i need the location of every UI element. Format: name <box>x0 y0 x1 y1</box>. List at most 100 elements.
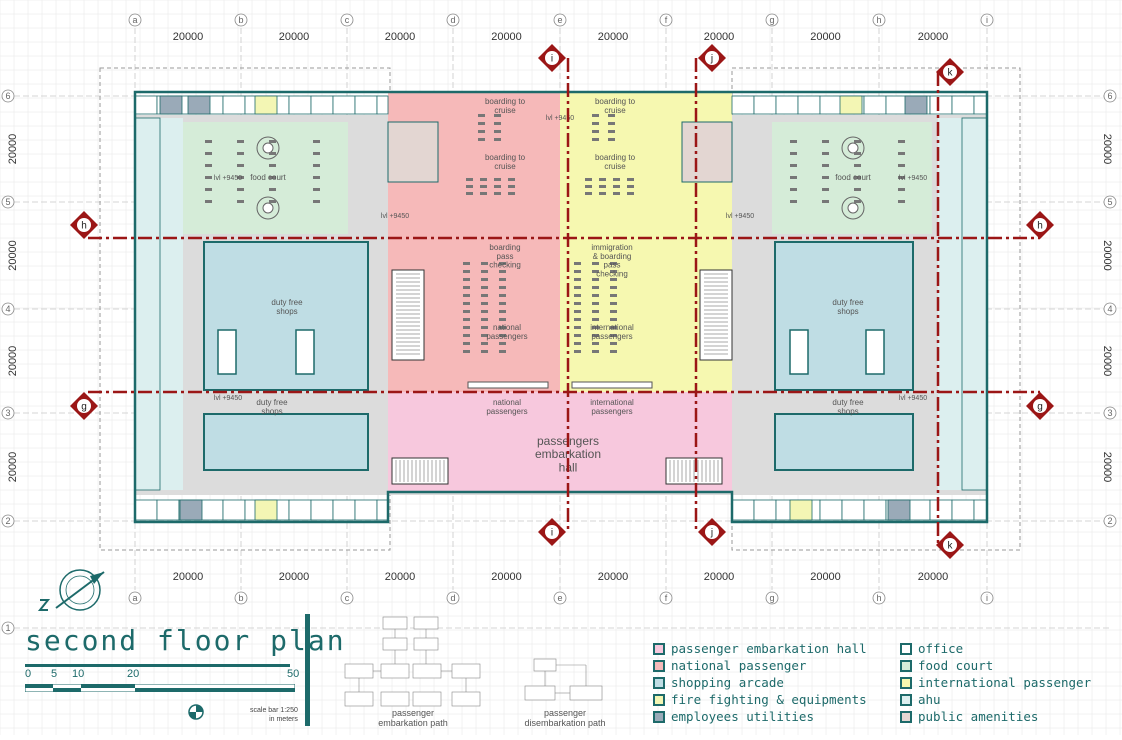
legend-swatch <box>653 642 665 655</box>
legend-item: public amenities <box>900 708 1091 725</box>
title-bar <box>305 614 310 726</box>
section-marker-label: j <box>710 528 713 539</box>
legend-label: national passenger <box>671 658 807 673</box>
legend-label: fire fighting & equipments <box>671 692 867 707</box>
stair-core-left <box>387 121 439 183</box>
section-marker-label: i <box>551 528 553 539</box>
column-bubble-label: e <box>557 15 562 25</box>
scale-tick-50: 50 <box>287 668 300 680</box>
disembarkation-caption: passenger disembarkation path <box>524 708 606 728</box>
zones <box>135 92 987 495</box>
embarkation-caption: passenger embarkation path <box>378 708 448 728</box>
column-dimension: 20000 <box>279 31 310 43</box>
label-level-5: lvl +9450 <box>899 175 927 182</box>
section-marker: g <box>1026 392 1054 420</box>
column-dimension: 20000 <box>173 571 204 583</box>
zone-duty-free-left-2 <box>203 413 369 471</box>
section-marker: i <box>538 44 566 72</box>
column-dimension: 20000 <box>810 571 841 583</box>
row-bubble-label: 6 <box>5 91 10 101</box>
row-dimension: 20000 <box>1101 240 1113 271</box>
scale-text: scale bar 1:250 <box>250 707 298 714</box>
title-rule <box>25 664 290 667</box>
legend-swatch <box>653 693 665 706</box>
column-dimension: 20000 <box>810 31 841 43</box>
column-bubble-label: i <box>986 15 988 25</box>
label-level-6: lvl +9450 <box>214 395 242 402</box>
column-bubble-label: h <box>876 593 881 603</box>
column-dimension: 20000 <box>918 571 949 583</box>
disembarkation-flow-diagram <box>524 658 603 701</box>
embarkation-flow-diagram <box>344 616 481 707</box>
legend-swatch <box>900 710 912 723</box>
scale-tick-0: 0 <box>25 668 32 680</box>
label-level-7: lvl +9450 <box>899 395 927 402</box>
legend-label: employees utilities <box>671 709 814 724</box>
legend-label: international passenger <box>918 675 1092 690</box>
row-dimension: 20000 <box>7 346 19 377</box>
row-bubble-label: 4 <box>5 304 10 314</box>
zone-food-court-right <box>772 122 932 234</box>
column-bubble-label: f <box>665 15 668 25</box>
row-bubble-label: 1 <box>5 623 10 633</box>
section-marker-label: g <box>81 402 87 413</box>
section-marker-label: j <box>710 54 713 65</box>
building-outline <box>133 90 989 524</box>
sheet-title: second floor plan <box>25 624 346 657</box>
section-marker: h <box>1026 211 1054 239</box>
north-arrow <box>37 569 105 611</box>
legend-swatch <box>653 676 665 689</box>
row-dimension: 20000 <box>7 134 19 165</box>
column-bubble-label: d <box>450 15 455 25</box>
legend-item: passenger embarkation hall <box>653 640 867 657</box>
column-dimension: 20000 <box>598 571 629 583</box>
row-dimension: 20000 <box>1101 452 1113 483</box>
escalator-right <box>699 269 733 361</box>
column-bubble-label: d <box>450 593 455 603</box>
label-level-3: lvl +9450 <box>726 213 754 220</box>
column-dimension: 20000 <box>385 571 416 583</box>
column-dimension: 20000 <box>704 571 735 583</box>
column-bubble-label: b <box>238 593 243 603</box>
legend-swatch <box>653 659 665 672</box>
column-bubble-label: g <box>769 15 774 25</box>
scale-tick-5: 5 <box>51 668 58 680</box>
legend-swatch <box>900 659 912 672</box>
row-dimension: 20000 <box>7 240 19 271</box>
scale-bar <box>25 684 295 692</box>
legend-label: shopping arcade <box>671 675 784 690</box>
section-marker: j <box>698 518 726 546</box>
column-dimension: 20000 <box>704 31 735 43</box>
section-marker: k <box>936 531 964 559</box>
column-dimension: 20000 <box>918 31 949 43</box>
scale-note: scale bar 1:250 in meters <box>250 706 298 724</box>
escalator-steps <box>395 273 728 482</box>
stair-core-right <box>681 121 733 183</box>
section-marker-label: i <box>551 54 553 65</box>
row-bubble-label: 2 <box>5 516 10 526</box>
row-bubble-label: 6 <box>1107 91 1112 101</box>
legend-item: ahu <box>900 691 1091 708</box>
legend-swatch <box>900 676 912 689</box>
section-lines <box>88 58 1040 545</box>
escalator-left <box>391 269 425 361</box>
section-marker: h <box>70 211 98 239</box>
legend-item: shopping arcade <box>653 674 867 691</box>
column-bubble-label: b <box>238 15 243 25</box>
column-dimension: 20000 <box>385 31 416 43</box>
label-level-1: lvl +9450 <box>546 115 574 122</box>
column-bubble-label: e <box>557 593 562 603</box>
section-marker-label: k <box>948 541 954 552</box>
legend-item: employees utilities <box>653 708 867 725</box>
row-bubble-label: 4 <box>1107 304 1112 314</box>
